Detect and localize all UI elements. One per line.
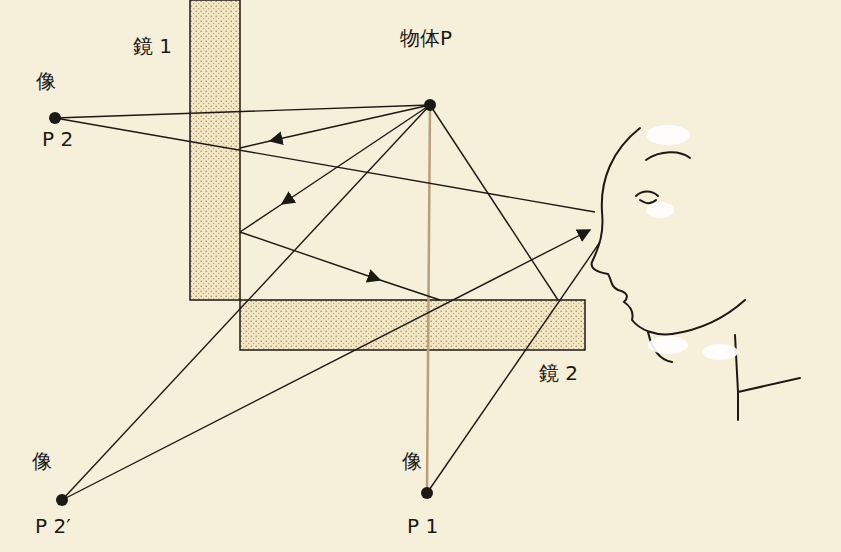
mirror-2 (240, 300, 585, 350)
face-drawing (592, 128, 800, 420)
mirror-label: 鏡 1 (131, 35, 174, 57)
image-point (421, 487, 433, 499)
point-label: P 2′ (33, 515, 73, 537)
mirror-1 (190, 0, 240, 300)
light-ray (430, 105, 558, 300)
construction-line (55, 105, 430, 118)
object-point (424, 99, 436, 111)
image-point (49, 112, 61, 124)
light-ray (427, 242, 600, 493)
symmetry-line (427, 105, 430, 493)
light-ray (240, 204, 282, 232)
point-label: P 2 (40, 128, 75, 150)
light-ray (282, 105, 430, 204)
mirror-label: 鏡 2 (537, 362, 580, 384)
light-ray (240, 141, 270, 148)
image-label: 像 (34, 70, 58, 92)
object-label: 物体P (398, 27, 454, 49)
light-ray (240, 232, 380, 280)
light-ray (55, 118, 595, 212)
point-label: P 1 (405, 515, 440, 537)
image-label: 像 (30, 450, 54, 472)
light-ray (62, 230, 590, 500)
light-ray (380, 280, 440, 300)
image-point (56, 494, 68, 506)
construction-line (62, 105, 430, 500)
image-label: 像 (400, 450, 424, 472)
light-ray (270, 105, 430, 141)
